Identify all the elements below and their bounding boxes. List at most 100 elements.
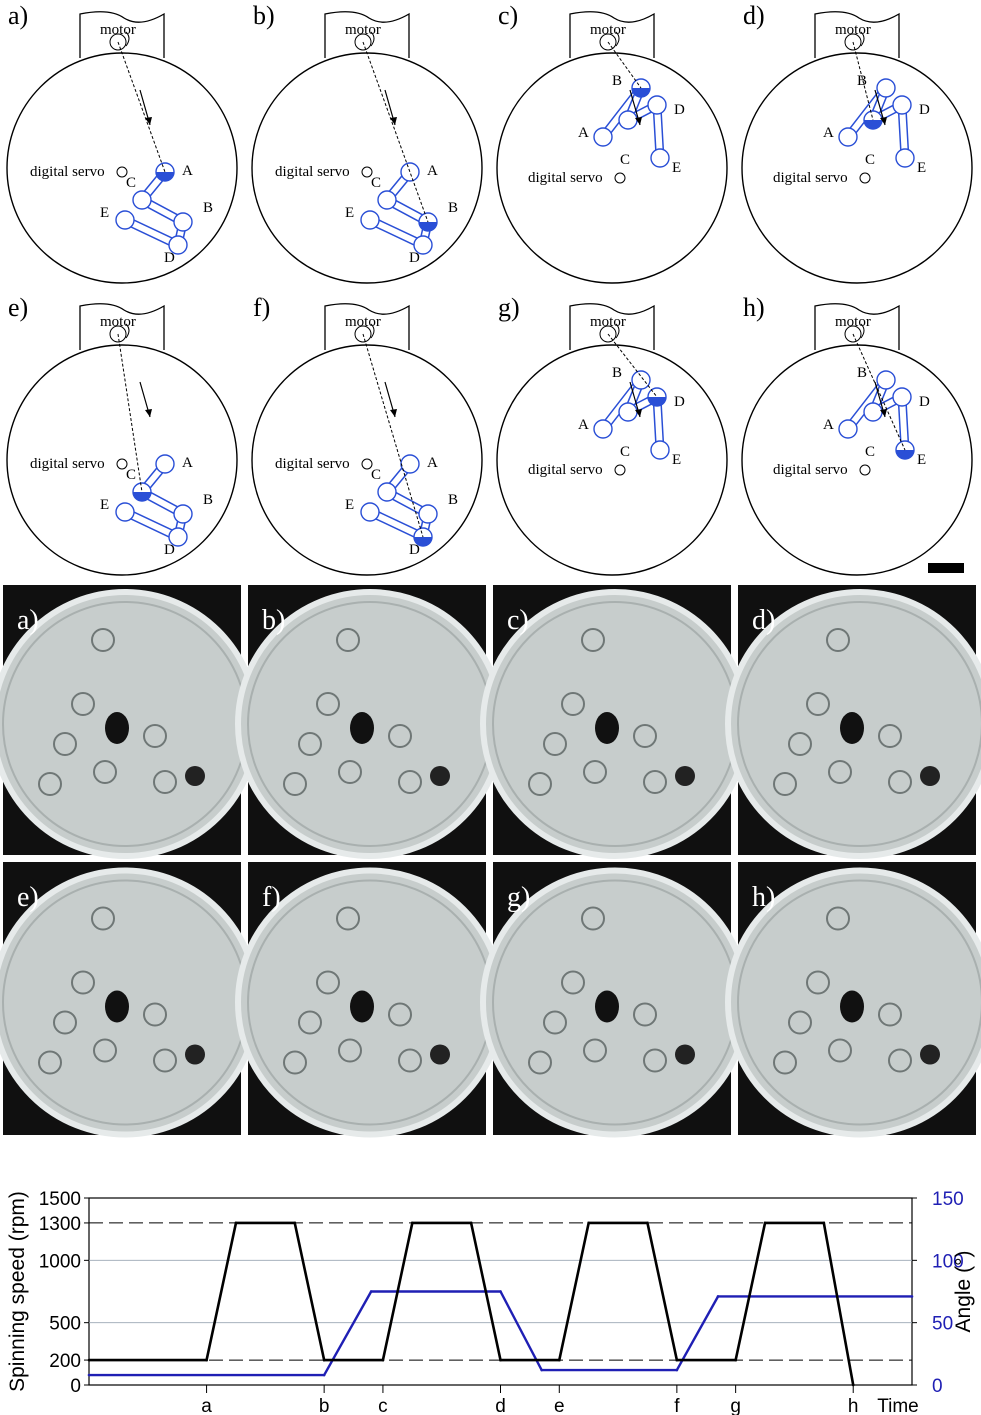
chamber-a bbox=[593, 127, 613, 147]
chamber-a bbox=[155, 454, 175, 474]
photo-liquid bbox=[675, 1044, 695, 1065]
photo-label: a) bbox=[17, 605, 39, 636]
servo-label: digital servo bbox=[30, 456, 105, 472]
disc-outline bbox=[251, 344, 483, 576]
photo-chamber bbox=[71, 970, 95, 995]
speed-point bbox=[234, 1221, 238, 1225]
photo-hub bbox=[840, 712, 864, 744]
chamber-label: D bbox=[164, 542, 175, 558]
motor-label: motor bbox=[100, 314, 136, 330]
chamber-e bbox=[360, 210, 380, 230]
chamber-label: C bbox=[126, 175, 136, 191]
liquid-fill bbox=[414, 537, 432, 546]
angle-point bbox=[910, 1295, 914, 1298]
x-tick-label: d bbox=[495, 1396, 506, 1415]
chamber-b bbox=[173, 212, 193, 232]
chamber-label: B bbox=[612, 73, 622, 89]
photo-chamber bbox=[91, 628, 115, 652]
photo-chamber bbox=[298, 1010, 322, 1035]
photo-hub bbox=[840, 990, 864, 1023]
photo-chamber bbox=[316, 692, 340, 716]
motor-label: motor bbox=[590, 22, 626, 38]
arrowhead-icon bbox=[390, 409, 397, 417]
photo-chamber bbox=[143, 724, 167, 748]
chamber-label: C bbox=[620, 444, 630, 460]
chamber-b bbox=[876, 78, 896, 98]
liquid-fill bbox=[864, 120, 882, 129]
photo-chamber bbox=[153, 770, 177, 794]
photo-chamber bbox=[581, 906, 605, 931]
panel-label: e) bbox=[8, 293, 28, 322]
microchannel-inner bbox=[122, 217, 181, 248]
speed-point bbox=[293, 1221, 297, 1225]
motor-spindle bbox=[599, 33, 617, 51]
motor-to-chamber-line bbox=[852, 41, 874, 121]
servo-spindle bbox=[859, 172, 871, 184]
photo-liquid bbox=[920, 766, 940, 786]
speed-point bbox=[851, 1383, 855, 1387]
photo-label: g) bbox=[507, 882, 530, 913]
motor-spindle bbox=[844, 325, 862, 343]
photo-chamber bbox=[283, 1050, 307, 1075]
photo-chamber bbox=[398, 770, 422, 794]
x-tick-label: e bbox=[554, 1396, 565, 1415]
speed-point bbox=[87, 1358, 91, 1362]
motor-to-chamber-line bbox=[117, 41, 166, 173]
photo-chamber bbox=[388, 1002, 412, 1027]
chamber-label: C bbox=[865, 152, 875, 168]
photo-chamber bbox=[298, 732, 322, 756]
chamber-d bbox=[892, 387, 912, 407]
motor-label: motor bbox=[590, 314, 626, 330]
photo-hub bbox=[595, 990, 619, 1023]
disc-outline bbox=[741, 344, 973, 576]
chamber-label: E bbox=[917, 452, 926, 468]
chamber-label: C bbox=[865, 444, 875, 460]
photo-disc-rim bbox=[737, 601, 981, 847]
photo-chamber bbox=[93, 760, 117, 784]
photo-chamber bbox=[561, 692, 585, 716]
servo-spindle bbox=[361, 166, 373, 178]
photo-chamber bbox=[71, 692, 95, 716]
chamber-e bbox=[650, 440, 670, 460]
arrowhead-icon bbox=[145, 117, 152, 125]
photo-liquid bbox=[430, 1044, 450, 1065]
chamber-b bbox=[876, 370, 896, 390]
y-tick-label-left: 1000 bbox=[39, 1251, 81, 1272]
motor-spindle bbox=[354, 325, 372, 343]
speed-point bbox=[205, 1358, 208, 1362]
photo-chamber bbox=[643, 1048, 667, 1073]
chamber-e bbox=[115, 502, 135, 522]
speed-point bbox=[557, 1358, 561, 1362]
chamber-b bbox=[631, 370, 651, 390]
chamber-label: A bbox=[823, 417, 834, 433]
y-tick-label-right: 50 bbox=[932, 1314, 953, 1335]
servo-label: digital servo bbox=[528, 462, 603, 478]
servo-spindle bbox=[116, 458, 128, 470]
rotation-arrow-icon bbox=[615, 31, 620, 47]
chamber-label: D bbox=[409, 250, 420, 266]
chamber-label: D bbox=[674, 394, 685, 410]
motor-label: motor bbox=[100, 22, 136, 38]
disc-outline bbox=[496, 52, 728, 284]
chamber-e bbox=[650, 148, 670, 168]
photo-panel: f) bbox=[235, 862, 505, 1138]
photo-chamber bbox=[878, 724, 902, 748]
y-tick-label-left: 0 bbox=[70, 1376, 81, 1397]
chamber-a bbox=[593, 419, 613, 439]
photo-chamber bbox=[828, 1038, 852, 1063]
chamber-c bbox=[863, 402, 883, 422]
photo-chamber bbox=[633, 1002, 657, 1027]
chamber-label: B bbox=[612, 365, 622, 381]
photo-chamber bbox=[806, 692, 830, 716]
chamber-e bbox=[895, 148, 915, 168]
servo-spindle bbox=[614, 172, 626, 184]
arrowhead-icon bbox=[635, 409, 642, 417]
chamber-label: D bbox=[164, 250, 175, 266]
chamber-label: B bbox=[448, 492, 458, 508]
chamber-label: A bbox=[578, 417, 589, 433]
